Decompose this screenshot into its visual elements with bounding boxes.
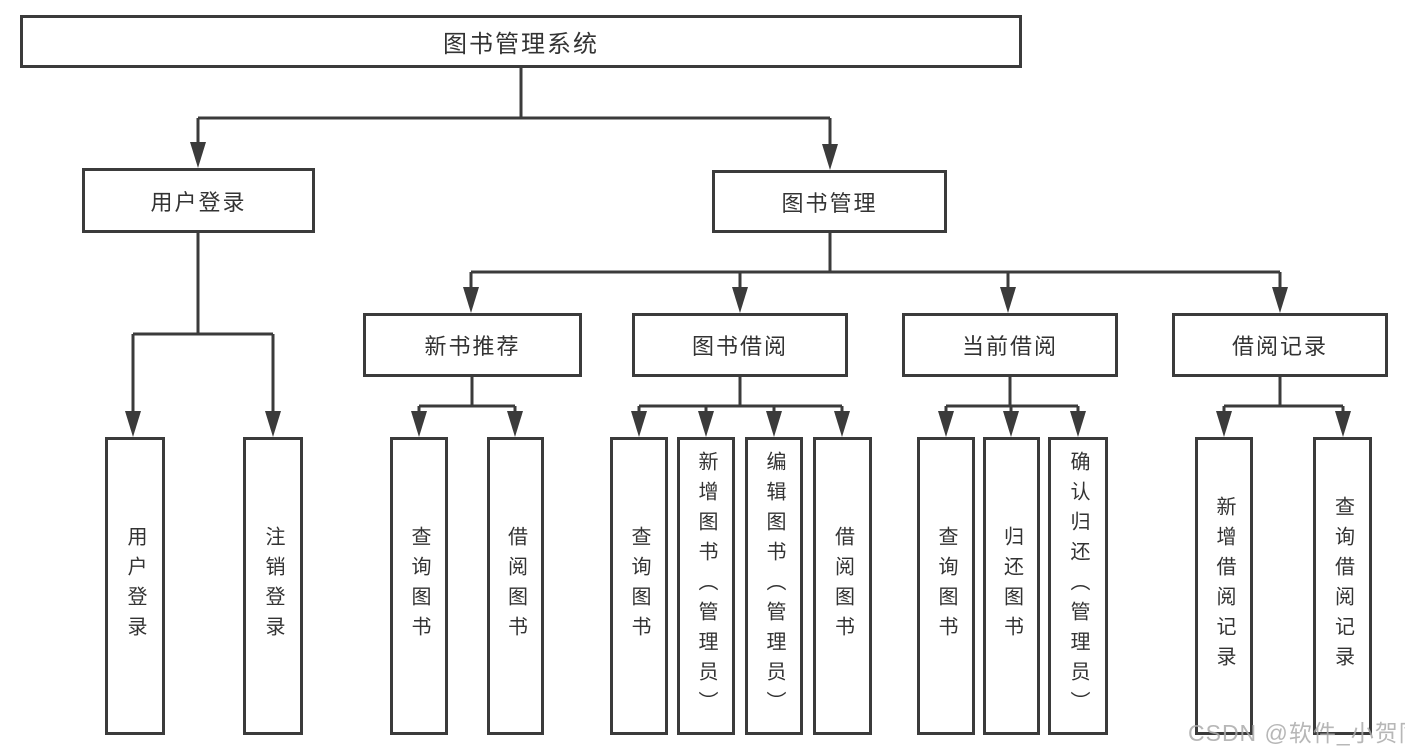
leaf-add-borrow-record-label: 新增借阅记录 — [1213, 496, 1235, 676]
leaf-confirm-return-admin-label: 确认归还（管理员） — [1067, 451, 1089, 721]
node-current-borrow: 当前借阅 — [902, 313, 1118, 377]
node-book-borrow: 图书借阅 — [632, 313, 848, 377]
leaf-borrow-book: 借阅图书 — [813, 437, 872, 735]
leaf-recommend-query-book: 查询图书 — [390, 437, 448, 735]
leaf-logout: 注销登录 — [243, 437, 303, 735]
node-book-mgmt: 图书管理 — [712, 170, 947, 233]
node-borrow-records-label: 借阅记录 — [1231, 334, 1328, 359]
leaf-current-query-book-label: 查询图书 — [935, 526, 957, 646]
leaf-user-login: 用户登录 — [105, 437, 165, 735]
csdn-watermark: CSDN @软件_小贺同学 — [1188, 720, 1405, 746]
leaf-add-book-admin-label: 新增图书（管理员） — [695, 451, 717, 721]
leaf-borrow-query-book: 查询图书 — [610, 437, 668, 735]
connector-paths — [131, 68, 1345, 415]
leaf-edit-book-admin-label: 编辑图书（管理员） — [763, 451, 785, 721]
leaf-user-login-label: 用户登录 — [124, 526, 146, 646]
node-borrow-records: 借阅记录 — [1172, 313, 1388, 377]
leaf-current-query-book: 查询图书 — [917, 437, 975, 735]
node-user-login-label: 用户登录 — [150, 189, 247, 215]
leaf-query-borrow-record: 查询借阅记录 — [1313, 437, 1372, 735]
node-root-label: 图书管理系统 — [443, 31, 599, 58]
leaf-logout-label: 注销登录 — [262, 526, 284, 646]
leaf-confirm-return-admin: 确认归还（管理员） — [1048, 437, 1108, 735]
leaf-query-borrow-record-label: 查询借阅记录 — [1331, 496, 1354, 676]
leaf-borrow-book-label: 借阅图书 — [831, 526, 854, 646]
leaf-borrow-query-book-label: 查询图书 — [628, 526, 650, 646]
leaf-return-book-label: 归还图书 — [1000, 526, 1023, 646]
node-current-borrow-label: 当前借阅 — [961, 334, 1058, 359]
arrowheads — [125, 142, 1351, 437]
node-new-book-recommend: 新书推荐 — [363, 313, 582, 377]
leaf-add-book-admin: 新增图书（管理员） — [677, 437, 735, 735]
node-root: 图书管理系统 — [20, 15, 1022, 68]
node-book-mgmt-label: 图书管理 — [781, 190, 878, 216]
leaf-return-book: 归还图书 — [983, 437, 1040, 735]
node-user-login: 用户登录 — [82, 168, 315, 233]
node-book-borrow-label: 图书借阅 — [691, 334, 788, 359]
node-new-book-recommend-label: 新书推荐 — [424, 334, 521, 359]
leaf-recommend-query-book-label: 查询图书 — [408, 526, 430, 646]
leaf-add-borrow-record: 新增借阅记录 — [1195, 437, 1253, 735]
leaf-recommend-borrow-book: 借阅图书 — [487, 437, 544, 735]
leaf-recommend-borrow-book-label: 借阅图书 — [504, 526, 527, 646]
leaf-edit-book-admin: 编辑图书（管理员） — [745, 437, 803, 735]
